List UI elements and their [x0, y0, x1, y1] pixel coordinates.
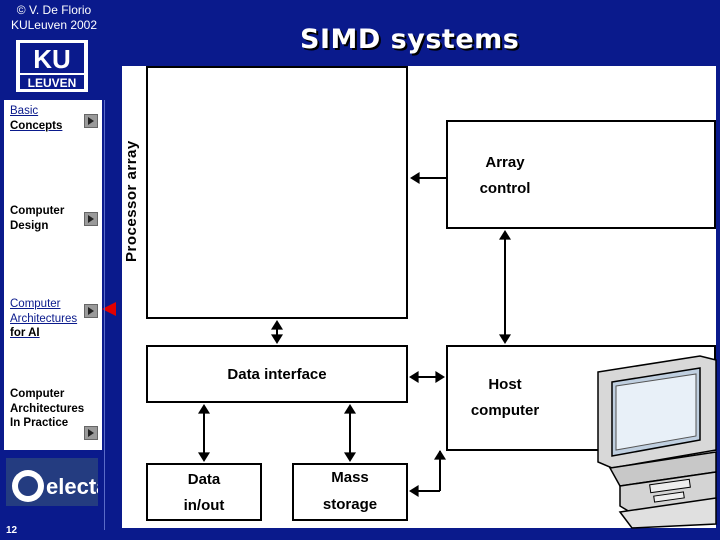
arrow-head: [409, 485, 419, 497]
array-control-block: [446, 120, 716, 229]
page-number: 12: [6, 525, 18, 536]
play-arrow-icon[interactable]: [84, 212, 98, 226]
sidebar: © V. De Florio KULeuven 2002 KU LEUVEN B…: [0, 0, 116, 540]
arrow-head: [271, 320, 283, 330]
data-io-line1: Data: [187, 471, 221, 488]
mass-storage-line2: storage: [322, 496, 378, 513]
mass-storage-block: [292, 463, 408, 521]
arrow-head: [499, 334, 511, 344]
ku-leuven-logo: KU LEUVEN: [16, 40, 88, 92]
nav-panel: [4, 100, 102, 450]
host-computer-line2: computer: [470, 402, 540, 419]
arrow-head: [344, 452, 356, 462]
data-interface-label: Data interface: [227, 366, 327, 383]
data-interface-block: [146, 345, 408, 403]
arrow-head: [434, 450, 446, 460]
nav-label: Computer: [10, 205, 65, 217]
processor-array-frame: [146, 66, 408, 319]
mass-storage-line1: Mass: [331, 469, 369, 486]
page-title: SIMD systems: [300, 24, 520, 55]
nav-label: Basic: [10, 105, 39, 117]
arrow-head: [271, 334, 283, 344]
electa-logo: electa: [6, 458, 98, 506]
copyright-line1: © V. De Florio: [16, 3, 92, 17]
play-arrow-icon[interactable]: [84, 114, 98, 128]
nav-label: Design: [10, 219, 49, 232]
nav-label: In Practice: [10, 417, 69, 429]
svg-text:KU: KU: [33, 44, 71, 74]
play-arrow-icon[interactable]: [84, 304, 98, 318]
host-computer-line1: Host: [488, 376, 522, 393]
arrow-head: [409, 371, 419, 383]
nav-label: Computer: [10, 298, 61, 310]
nav-computer-design[interactable]: Computer Design: [10, 204, 102, 233]
nav-label: Concepts: [10, 119, 63, 132]
arrow-head: [344, 404, 356, 414]
logo-text: LEUVEN: [28, 76, 77, 90]
data-io-line2: in/out: [183, 497, 225, 514]
electa-text: electa: [46, 474, 98, 499]
arrow-head: [410, 172, 420, 184]
array-control-line2: control: [479, 180, 531, 197]
nav-computer-architectures-ai[interactable]: Computer Architectures for AI: [10, 297, 102, 341]
connector-arrows: [198, 172, 511, 497]
copyright-line2: KULeuven 2002: [10, 18, 98, 32]
nav-label: for AI: [10, 327, 40, 339]
current-section-pointer-icon: [102, 302, 116, 316]
array-control-line1: Array: [485, 154, 525, 171]
host-computer-block: [446, 345, 716, 451]
arrow-head: [499, 230, 511, 240]
data-io-block: [146, 463, 262, 521]
arrow-head: [198, 452, 210, 462]
divider: [104, 100, 105, 530]
copyright: © V. De Florio KULeuven 2002: [4, 3, 104, 33]
arrow-head: [198, 404, 210, 414]
play-arrow-icon[interactable]: [84, 426, 98, 440]
nav-label: Computer: [10, 388, 65, 400]
arrow-head: [435, 371, 445, 383]
nav-label: Architectures: [10, 402, 85, 415]
nav-basic-concepts[interactable]: Basic Concepts: [10, 104, 102, 133]
nav-computer-architectures-practice[interactable]: Computer Architectures In Practice: [10, 387, 102, 431]
nav-label: Architectures: [10, 312, 78, 325]
